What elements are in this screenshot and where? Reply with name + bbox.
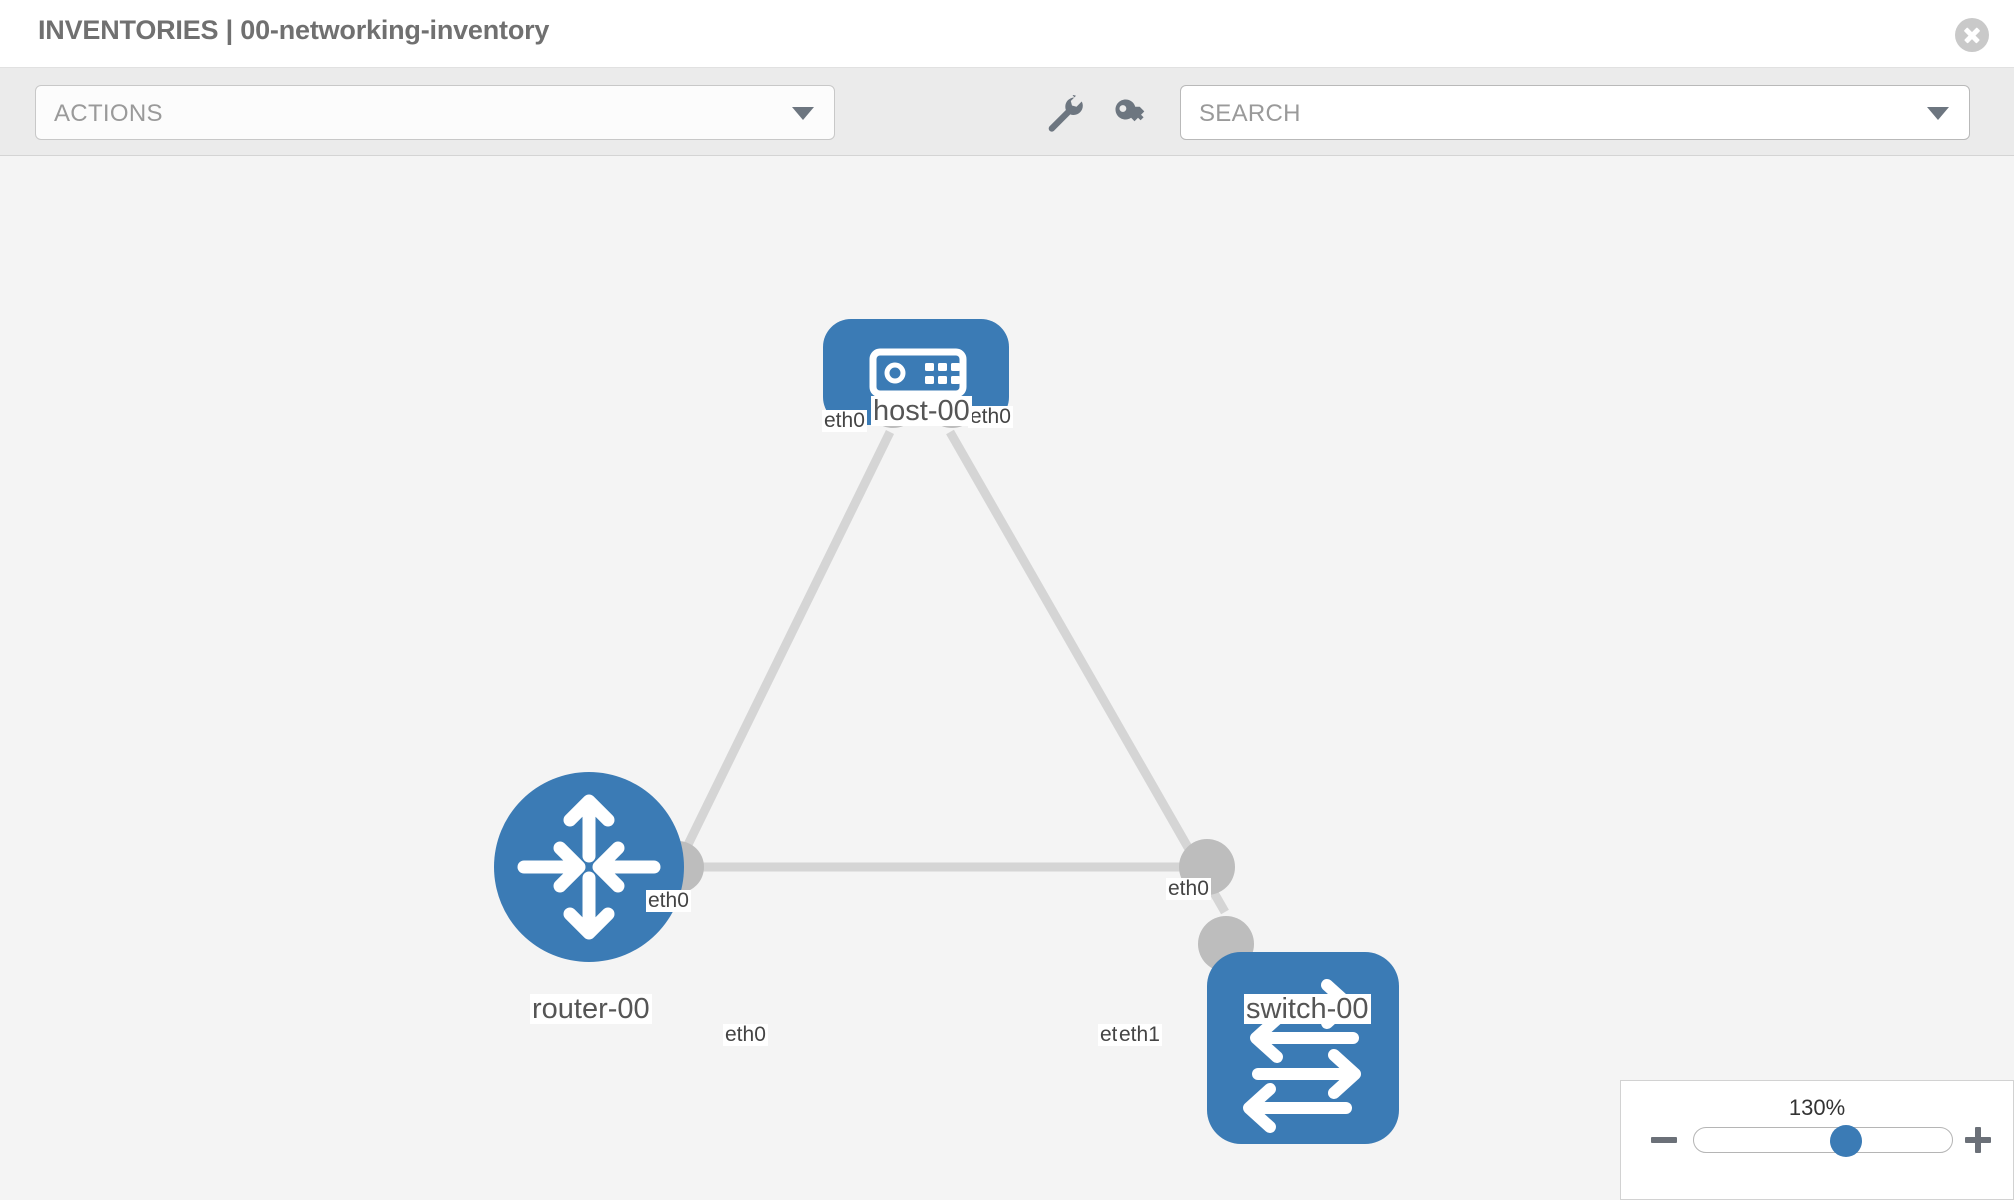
if-label-router-uplink: eth0	[646, 889, 691, 913]
zoom-out-button[interactable]	[1651, 1127, 1677, 1153]
server-device-icon	[869, 348, 967, 398]
if-label-host-right: eth0	[968, 405, 1013, 429]
actions-dropdown[interactable]: ACTIONS	[35, 85, 835, 140]
key-icon[interactable]	[1108, 90, 1154, 136]
search-input[interactable]: SEARCH	[1180, 85, 1970, 140]
if-label-router-east: eth0	[723, 1023, 768, 1047]
node-label-router-00: router-00	[530, 993, 652, 1025]
topology-graph	[494, 319, 1399, 1144]
chevron-down-icon	[792, 107, 814, 120]
node-router-00	[494, 772, 684, 962]
zoom-slider[interactable]	[1693, 1125, 1953, 1157]
topology-canvas[interactable]: eth0 eth0 eth0 eth0 eth0 eth0 eth1 host-…	[0, 156, 2014, 1200]
zoom-slider-thumb[interactable]	[1829, 1125, 1862, 1157]
if-label-switch-west: eth1	[1117, 1023, 1162, 1047]
close-icon[interactable]	[1955, 18, 1989, 52]
topology-links	[650, 429, 1229, 915]
node-label-switch-00: switch-00	[1244, 993, 1371, 1025]
toolbar: ACTIONS SEARCH	[0, 68, 2014, 156]
wrench-icon[interactable]	[1040, 90, 1086, 136]
link-host-router	[650, 430, 895, 914]
if-label-switch-uplink: eth0	[1166, 877, 1211, 901]
zoom-control-panel: 130%	[1620, 1080, 2014, 1200]
actions-dropdown-label: ACTIONS	[54, 100, 163, 127]
chevron-down-icon	[1927, 107, 1949, 120]
node-label-host-00: host-00	[871, 395, 972, 427]
search-placeholder: SEARCH	[1199, 100, 1301, 127]
zoom-percent-label: 130%	[1788, 1095, 1846, 1120]
link-host-switch	[946, 429, 1229, 915]
router-four-arrows-icon	[517, 794, 661, 940]
page-title: INVENTORIES | 00-networking-inventory	[38, 15, 550, 45]
zoom-in-button[interactable]	[1965, 1127, 1991, 1153]
if-label-host-left: eth0	[822, 409, 867, 433]
node-switch-00	[1207, 952, 1399, 1144]
page-header: INVENTORIES | 00-networking-inventory	[0, 0, 2014, 68]
topology-ports	[652, 374, 1254, 972]
